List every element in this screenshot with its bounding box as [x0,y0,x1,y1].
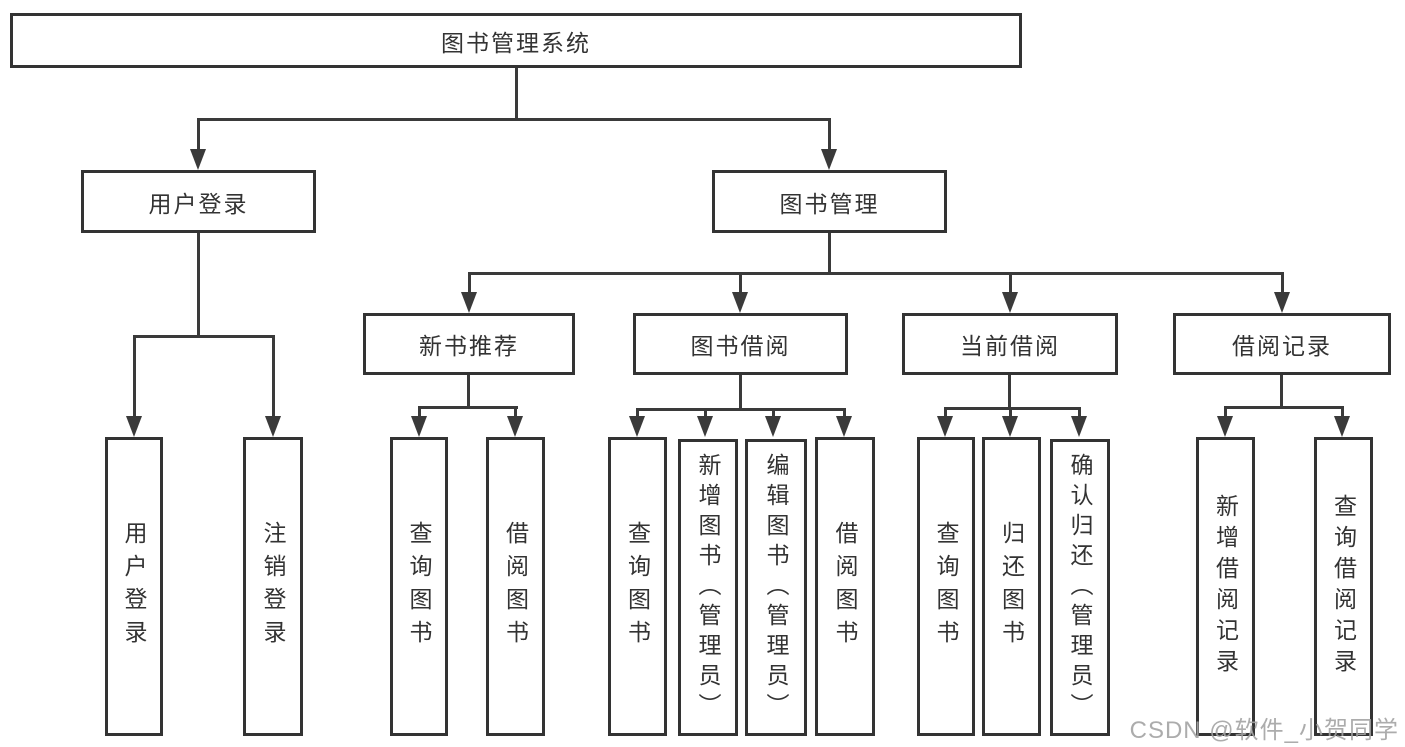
connector-arrow [836,408,853,437]
node-leaf-user-login: 用户登录 [105,437,163,736]
node-label: 编辑图书（管理员） [763,452,789,723]
connector-arrow [821,118,838,170]
node-label: 用户登录 [121,520,147,653]
node-leaf-add-borrow-record: 新增借阅记录 [1196,437,1255,736]
node-label: 新书推荐 [419,333,519,359]
node-label: 查询图书 [933,520,959,653]
node-leaf-query-books-2: 查询图书 [608,437,667,736]
connector-line [133,335,275,338]
node-label: 新增借阅记录 [1212,493,1239,680]
connector-arrow [937,407,954,437]
connector-arrow [732,272,749,313]
node-label: 新增图书（管理员） [695,452,721,723]
node-leaf-edit-books-admin: 编辑图书（管理员） [745,439,807,736]
connector-arrow [507,406,524,437]
node-book-borrowing: 图书借阅 [633,313,848,375]
connector-arrow [1217,406,1234,437]
connector-line [1008,375,1011,407]
node-borrowing-records: 借阅记录 [1173,313,1391,375]
connector-arrow [697,408,714,437]
node-label: 借阅图书 [832,520,858,653]
connector-line [515,68,518,118]
node-leaf-query-borrow-record: 查询借阅记录 [1314,437,1373,736]
csdn-watermark: CSDN @软件_小贺同学 [1129,717,1399,744]
connector-line [1280,375,1283,406]
connector-arrow [126,335,143,437]
connector-line [197,233,200,335]
node-label: 图书管理 [779,190,880,217]
connector-line [418,406,518,409]
node-current-borrowing: 当前借阅 [902,313,1118,375]
node-leaf-return-books: 归还图书 [982,437,1041,736]
node-new-book-recommendation: 新书推荐 [363,313,575,375]
node-label: 归还图书 [998,520,1025,653]
node-user-login: 用户登录 [81,170,316,233]
node-label: 用户登录 [148,190,249,217]
connector-arrow [1274,272,1291,313]
node-leaf-borrow-books-2: 借阅图书 [815,437,875,736]
connector-line [467,375,470,406]
node-label: 图书管理系统 [441,29,591,56]
connector-line [197,118,831,121]
connector-arrow [190,118,207,170]
connector-arrow [629,408,646,437]
connector-arrow [265,335,282,437]
connector-arrow [461,272,478,313]
node-label: 查询图书 [624,520,651,653]
node-label: 借阅记录 [1232,333,1332,359]
node-library-management-system: 图书管理系统 [10,13,1022,68]
connector-line [1224,406,1344,409]
connector-arrow [765,408,782,437]
node-label: 当前借阅 [960,333,1060,359]
connector-line [944,407,1081,410]
node-leaf-borrow-books-1: 借阅图书 [486,437,545,736]
connector-line [828,233,831,272]
node-label: 查询借阅记录 [1330,493,1357,680]
node-book-management: 图书管理 [712,170,947,233]
connector-arrow [1071,407,1088,437]
node-label: 借阅图书 [502,520,529,653]
node-label: 查询图书 [406,520,432,653]
connector-line [468,272,1284,275]
connector-arrow [1002,407,1019,437]
connector-line [739,375,742,408]
connector-arrow [1002,272,1019,313]
connector-line [636,408,845,411]
node-label: 确认归还（管理员） [1067,452,1093,723]
node-leaf-query-books-1: 查询图书 [390,437,448,736]
node-leaf-query-books-3: 查询图书 [917,437,975,736]
connector-arrow [411,406,428,437]
node-leaf-add-books-admin: 新增图书（管理员） [678,439,738,736]
node-label: 注销登录 [260,520,286,653]
node-label: 图书借阅 [690,333,791,359]
node-leaf-logout: 注销登录 [243,437,303,736]
connector-arrow [1334,406,1351,437]
node-leaf-confirm-return-admin: 确认归还（管理员） [1050,439,1110,736]
